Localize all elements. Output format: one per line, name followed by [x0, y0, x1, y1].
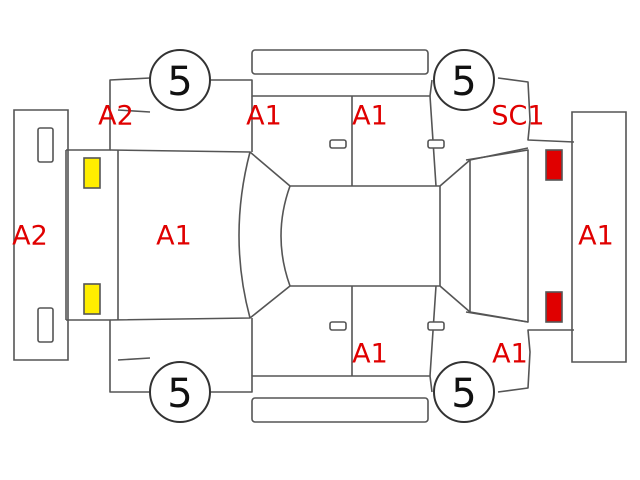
code-left-rear-quarter: SC1 [491, 101, 544, 132]
car-body-outline [65, 77, 575, 393]
code-front-bumper: A2 [12, 221, 48, 252]
code-hood: A1 [156, 221, 192, 252]
code-right-rear-quarter: A1 [492, 339, 528, 370]
tire-rear-left-label: 5 [451, 59, 476, 105]
code-right-rear-door: A1 [352, 339, 388, 370]
front-bumper [13, 109, 69, 361]
front-lamp-top [83, 157, 101, 189]
code-left-front-door: A1 [246, 101, 282, 132]
tire-rear-right: 5 [433, 361, 495, 423]
tire-rear-left: 5 [433, 49, 495, 111]
tire-front-left-label: 5 [167, 59, 192, 105]
left-side-sill [251, 49, 429, 75]
tire-front-right: 5 [149, 361, 211, 423]
tire-front-left: 5 [149, 49, 211, 111]
rear-lamp-top [545, 149, 563, 181]
rear-bumper [571, 111, 627, 363]
right-side-sill [251, 397, 429, 423]
rear-lamp-bottom [545, 291, 563, 323]
tire-front-right-label: 5 [167, 371, 192, 417]
tire-rear-right-label: 5 [451, 371, 476, 417]
code-front-left-fender: A2 [98, 101, 134, 132]
front-lamp-bottom [83, 283, 101, 315]
code-left-rear-door: A1 [352, 101, 388, 132]
code-rear-bumper: A1 [578, 221, 614, 252]
